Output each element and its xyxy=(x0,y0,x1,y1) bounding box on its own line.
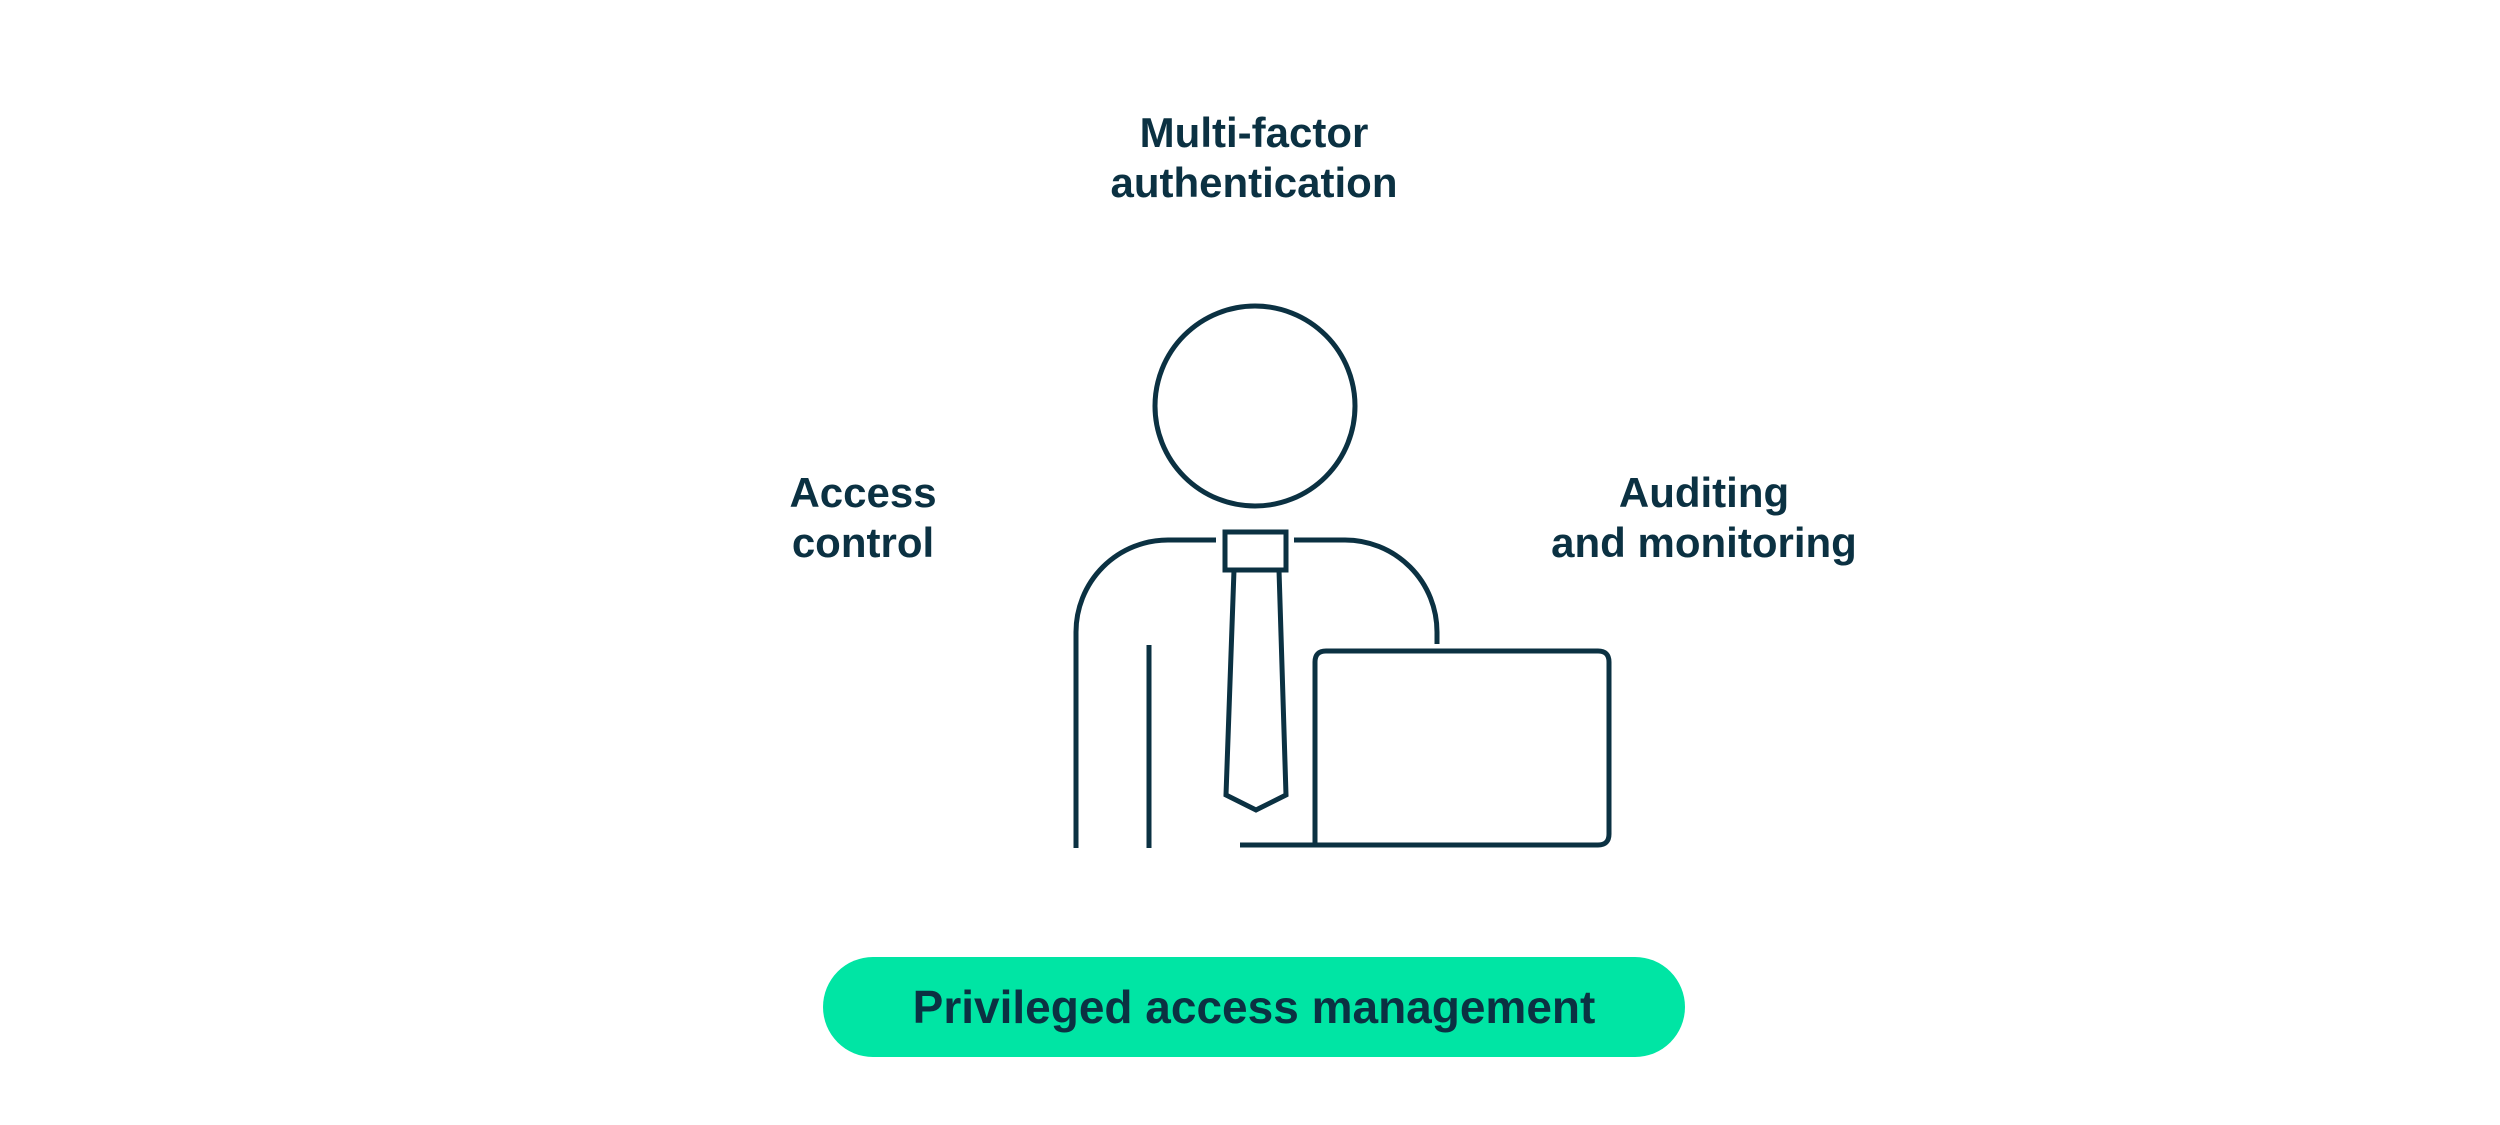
banner-text: Privileged access management xyxy=(912,981,1596,1033)
person-head xyxy=(1152,303,1358,509)
label-multi-factor-authentication: Multi-factor authentication xyxy=(1054,108,1454,208)
label-access-line2: control xyxy=(791,519,935,566)
tie-body xyxy=(1223,569,1289,813)
person-left-shoulder xyxy=(1073,537,1216,848)
label-audit-line2: and monitoring xyxy=(1551,519,1857,566)
label-access-line1: Access xyxy=(789,469,937,516)
label-mfa-line1: Multi-factor xyxy=(1139,109,1369,156)
tie-knot xyxy=(1222,529,1289,573)
label-auditing-and-monitoring: Auditing and monitoring xyxy=(1504,468,1904,568)
label-access-control: Access control xyxy=(713,468,1013,568)
person-right-shoulder xyxy=(1294,537,1440,644)
label-mfa-line2: authentication xyxy=(1110,159,1398,206)
banner-privileged-access-management: Privileged access management xyxy=(823,957,1685,1057)
laptop-screen xyxy=(1312,648,1612,848)
label-audit-line1: Auditing xyxy=(1618,469,1790,516)
